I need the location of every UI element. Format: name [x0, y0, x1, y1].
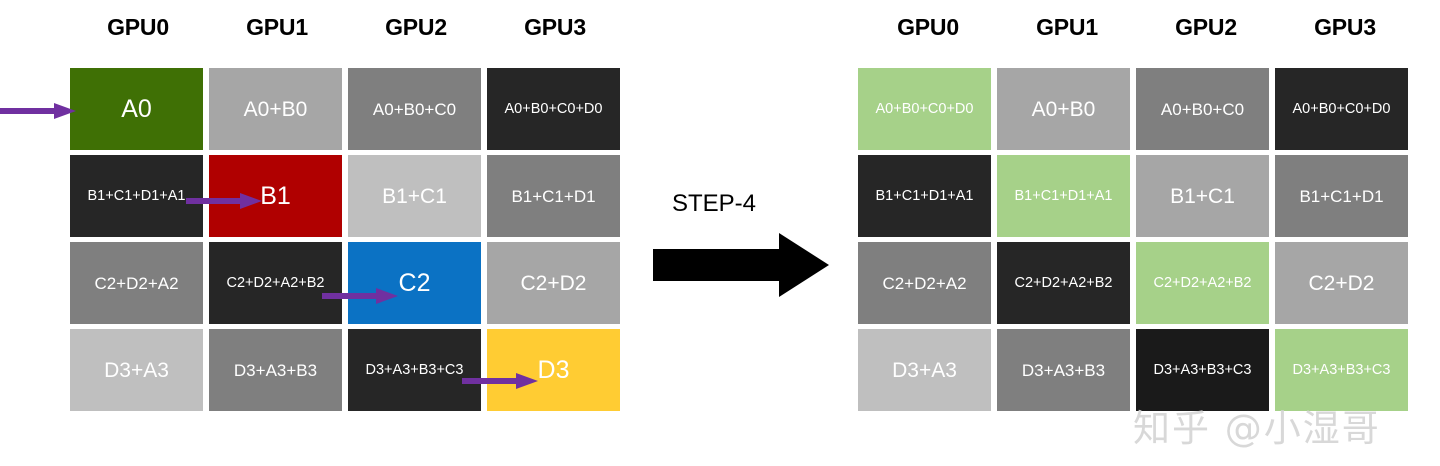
- cell-right-r4-c1: D3+A3: [858, 329, 991, 411]
- cell-label: A0+B0+C0: [1160, 99, 1245, 119]
- cell-label: B1: [260, 181, 291, 210]
- left-header-gpu2: GPU2: [385, 14, 447, 40]
- step-arrow: [653, 233, 829, 297]
- cell-left-r1-c2: A0+B0: [209, 68, 342, 150]
- cell-label: C2+D2+A2+B2: [1153, 274, 1252, 291]
- watermark: 知乎 @小湿哥: [1133, 407, 1381, 450]
- arrow-gpu1-to-gpu2-row3: [322, 288, 398, 304]
- cell-left-r1-c4: A0+B0+C0+D0: [487, 68, 620, 150]
- cell-label: D3+A3: [104, 358, 169, 382]
- cell-label: D3+A3+B3: [1021, 360, 1106, 380]
- cell-right-r4-c4: D3+A3+B3+C3: [1275, 329, 1408, 411]
- right-header-gpu2: GPU2: [1175, 14, 1237, 40]
- arrow-into-gpu0-row1: [0, 103, 76, 119]
- cell-left-r4-c2: D3+A3+B3: [209, 329, 342, 411]
- left-header-gpu3: GPU3: [524, 14, 586, 40]
- cell-left-r3-c4: C2+D2: [487, 242, 620, 324]
- right-header-gpu3: GPU3: [1314, 14, 1376, 40]
- cell-right-r4-c3: D3+A3+B3+C3: [1136, 329, 1269, 411]
- cell-label: A0+B0: [243, 97, 308, 121]
- cell-label: C2+D2+A2+B2: [1014, 274, 1113, 291]
- cell-left-r1-c3: A0+B0+C0: [348, 68, 481, 150]
- cell-left-r4-c3: D3+A3+B3+C3: [348, 329, 481, 411]
- cell-left-r4-c1: D3+A3: [70, 329, 203, 411]
- cell-left-r2-c1: B1+C1+D1+A1: [70, 155, 203, 237]
- cell-right-r2-c4: B1+C1+D1: [1275, 155, 1408, 237]
- cell-label: A0+B0+C0+D0: [875, 100, 974, 117]
- cell-label: B1+C1+D1+A1: [1014, 187, 1113, 204]
- cell-label: B1+C1: [382, 184, 447, 208]
- cell-label: B1+C1+D1: [1299, 186, 1384, 206]
- cell-label: B1+C1+D1+A1: [87, 187, 186, 204]
- cell-left-r3-c3: C2: [348, 242, 481, 324]
- cell-label: B1+C1+D1: [511, 186, 596, 206]
- cell-left-r3-c2: C2+D2+A2+B2: [209, 242, 342, 324]
- cell-left-r4-c4: D3: [487, 329, 620, 411]
- cell-left-r2-c3: B1+C1: [348, 155, 481, 237]
- left-header-gpu0: GPU0: [107, 14, 169, 40]
- right-header-gpu1: GPU1: [1036, 14, 1098, 40]
- cell-label: C2+D2: [520, 271, 587, 295]
- cell-right-r3-c3: C2+D2+A2+B2: [1136, 242, 1269, 324]
- cell-left-r3-c1: C2+D2+A2: [70, 242, 203, 324]
- cell-right-r1-c4: A0+B0+C0+D0: [1275, 68, 1408, 150]
- cell-label: D3: [537, 355, 570, 384]
- cell-label: A0+B0+C0+D0: [1292, 100, 1391, 117]
- left-header-gpu1: GPU1: [246, 14, 308, 40]
- cell-label: D3+A3+B3: [233, 360, 318, 380]
- cell-left-r1-c1: A0: [70, 68, 203, 150]
- cell-label: C2+D2+A2: [882, 273, 967, 293]
- cell-label: D3+A3+B3+C3: [365, 361, 464, 378]
- cell-right-r4-c2: D3+A3+B3: [997, 329, 1130, 411]
- cell-left-r2-c4: B1+C1+D1: [487, 155, 620, 237]
- cell-label: B1+C1+D1+A1: [875, 187, 974, 204]
- step-label: STEP-4: [672, 190, 757, 217]
- cell-label: B1+C1: [1170, 184, 1235, 208]
- arrow-gpu0-to-gpu1-row2: [186, 193, 262, 209]
- cell-right-r2-c1: B1+C1+D1+A1: [858, 155, 991, 237]
- cell-label: A0+B0+C0+D0: [504, 100, 603, 117]
- cell-right-r3-c4: C2+D2: [1275, 242, 1408, 324]
- cell-right-r1-c3: A0+B0+C0: [1136, 68, 1269, 150]
- cell-label: A0: [121, 94, 152, 123]
- cell-left-r2-c2: B1: [209, 155, 342, 237]
- cell-label: C2: [398, 268, 431, 297]
- cell-right-r3-c2: C2+D2+A2+B2: [997, 242, 1130, 324]
- cell-label: C2+D2: [1308, 271, 1375, 295]
- right-header-gpu0: GPU0: [897, 14, 959, 40]
- cell-right-r1-c1: A0+B0+C0+D0: [858, 68, 991, 150]
- cell-right-r1-c2: A0+B0: [997, 68, 1130, 150]
- cell-right-r3-c1: C2+D2+A2: [858, 242, 991, 324]
- cell-right-r2-c2: B1+C1+D1+A1: [997, 155, 1130, 237]
- cell-right-r2-c3: B1+C1: [1136, 155, 1269, 237]
- cell-label: A0+B0: [1031, 97, 1096, 121]
- cell-label: D3+A3+B3+C3: [1292, 361, 1391, 378]
- cell-label: C2+D2+A2+B2: [226, 274, 325, 291]
- arrow-gpu2-to-gpu3-row4: [462, 373, 538, 389]
- cell-label: A0+B0+C0: [372, 99, 457, 119]
- cell-label: D3+A3: [892, 358, 957, 382]
- cell-label: C2+D2+A2: [94, 273, 179, 293]
- cell-label: D3+A3+B3+C3: [1153, 361, 1252, 378]
